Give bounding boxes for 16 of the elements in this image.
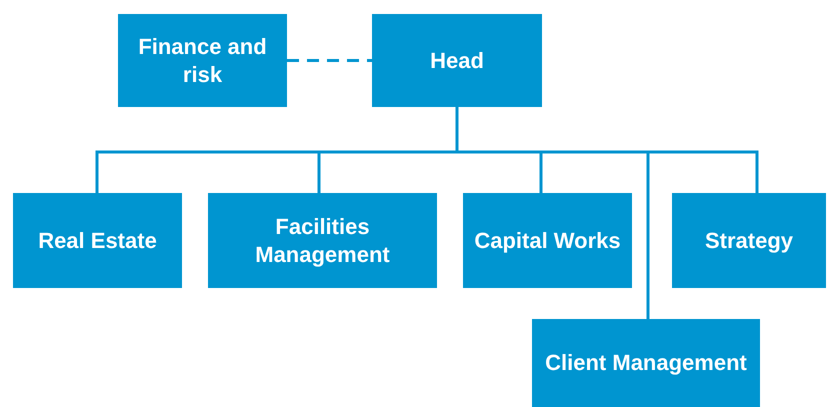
org-box — [208, 193, 437, 288]
box-label: Client Management — [545, 349, 747, 377]
connector-line — [456, 107, 650, 319]
org-box — [118, 14, 287, 107]
org-box — [463, 193, 632, 288]
org-box — [532, 319, 760, 407]
box-label: Strategy — [704, 226, 794, 254]
org-box — [672, 193, 826, 288]
connector-line — [287, 59, 372, 62]
box-label: Capital Works — [474, 226, 621, 254]
box-label: Facilities Management — [254, 212, 391, 268]
box-label: Head — [430, 46, 484, 74]
box-label: Real Estate — [38, 226, 157, 254]
box-label: Finance and risk — [137, 32, 268, 88]
org-box — [372, 14, 542, 107]
org-box — [13, 193, 182, 288]
